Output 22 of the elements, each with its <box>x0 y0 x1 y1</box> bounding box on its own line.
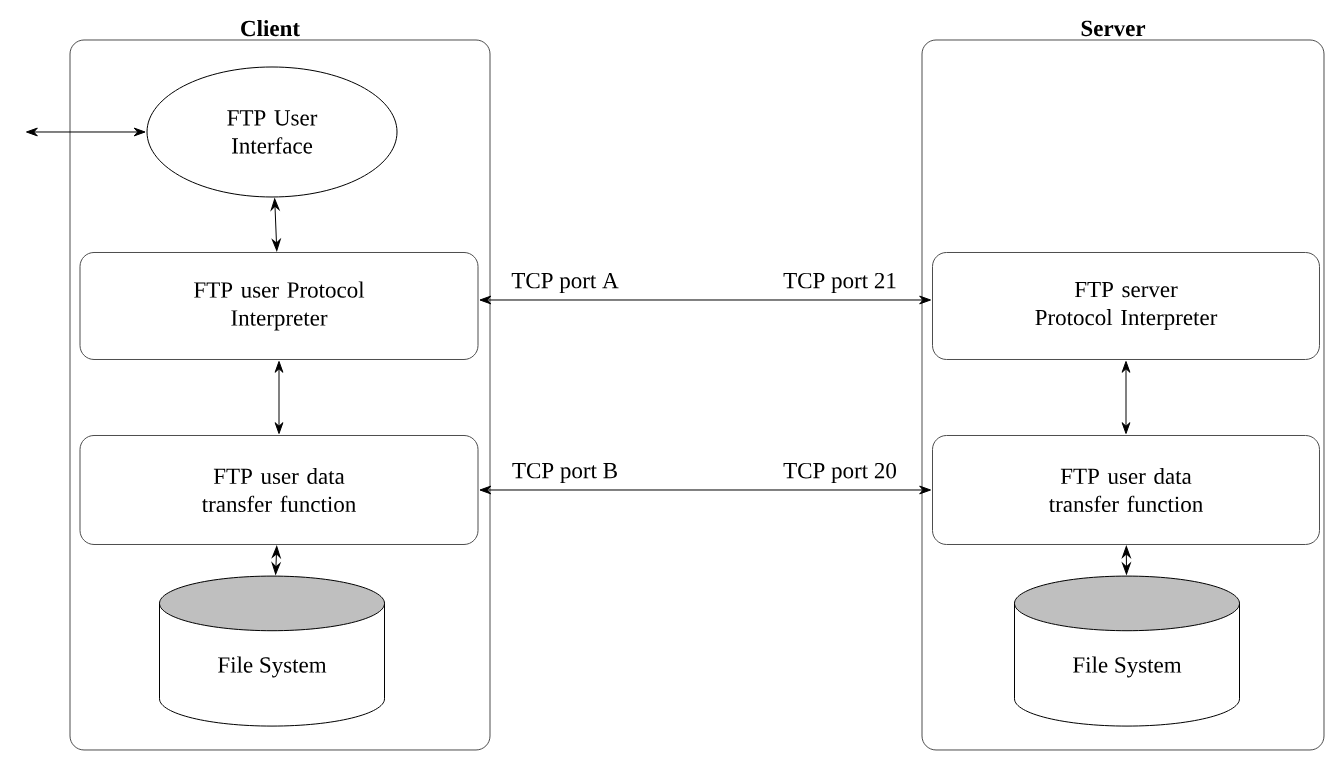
arrow <box>1122 545 1131 575</box>
arrow <box>271 545 281 575</box>
node-label: File System <box>1073 656 1182 678</box>
node-label: File System <box>218 656 327 678</box>
process-box: FTP user Protocol Interpreter <box>79 252 479 360</box>
process-box: FTP user data transfer function <box>79 435 479 545</box>
arrow <box>479 295 931 305</box>
node-label: Client <box>241 19 300 37</box>
port-label: TCP port A <box>510 271 620 295</box>
arrow <box>270 198 281 251</box>
arrow <box>274 360 284 434</box>
process-box: FTP server Protocol Interpreter <box>932 252 1320 360</box>
process-box: FTP user data transfer function <box>932 435 1320 545</box>
storage-cylinder: File System <box>1014 575 1240 727</box>
arrow <box>1121 360 1131 434</box>
arrow <box>26 127 146 137</box>
port-label: TCP port 20 <box>782 461 898 485</box>
storage-cylinder: File System <box>159 575 385 727</box>
port-label: TCP port 21 <box>782 271 898 295</box>
port-label: TCP port B <box>510 461 620 485</box>
arrow <box>479 485 931 495</box>
node-label: Server <box>1081 20 1146 37</box>
